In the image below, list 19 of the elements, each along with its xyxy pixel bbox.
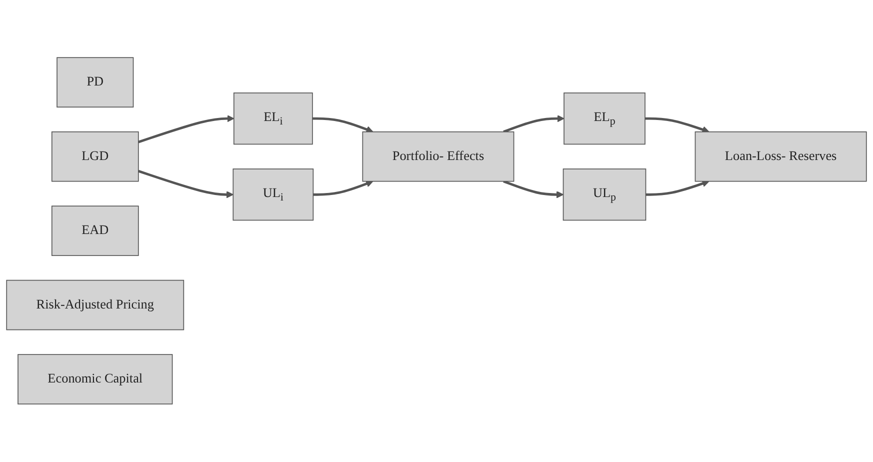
node-box: EL$_{i}$: [233, 92, 313, 145]
arrow: [503, 115, 564, 134]
arrow: [138, 170, 234, 198]
node-box: EAD: [51, 206, 139, 256]
arrow: [138, 115, 234, 144]
node-box: Portfolio- Effects: [362, 132, 514, 182]
node-box: PD: [56, 57, 134, 108]
node-box: Loan-Loss- Reserves: [694, 132, 867, 182]
node-box: Risk-Adjusted Pricing: [6, 280, 184, 330]
arrow: [313, 180, 374, 196]
node-box: UL$_{i}$: [232, 168, 314, 221]
arrow: [646, 180, 710, 196]
node-box: LGD: [51, 132, 139, 182]
node-box: Economic Capital: [18, 354, 173, 405]
arrow: [645, 118, 710, 134]
arrow: [312, 118, 374, 134]
node-box: EL$_{p}$: [564, 92, 646, 145]
node-box: UL$_{p}$: [562, 168, 646, 221]
arrow: [503, 180, 564, 198]
